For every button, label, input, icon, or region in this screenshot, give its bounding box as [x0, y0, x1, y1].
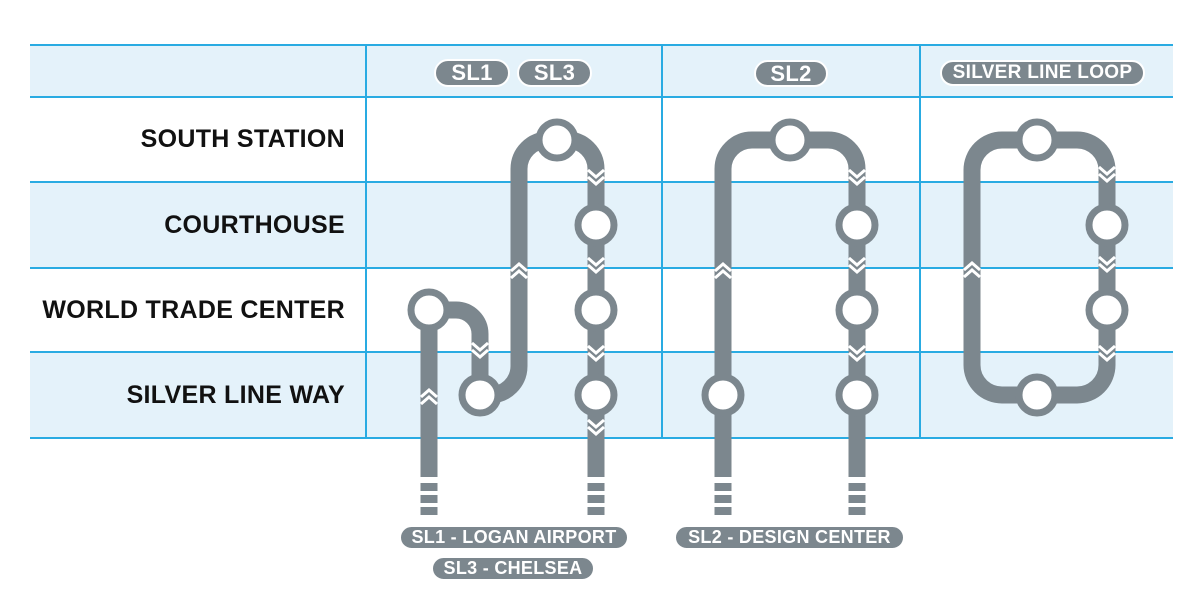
stop-silver-line-way-sl2-inbound: [701, 373, 745, 417]
grid-hline: [30, 44, 1173, 46]
grid-hline: [30, 96, 1173, 98]
stop-silver-line-way-sl1-sl3-outbound: [574, 373, 618, 417]
stop-world-trade-center-sl2-outbound: [835, 288, 879, 332]
stop-silver-line-way-sl1-sl3-inbound: [458, 373, 502, 417]
loop-line: [963, 131, 1116, 404]
stop-courthouse-sl2-outbound: [835, 203, 879, 247]
station-label-south-station: SOUTH STATION: [140, 125, 345, 153]
stop-world-trade-center-sl1-sl3-inbound: [407, 288, 451, 332]
station-label-courthouse: COURTHOUSE: [164, 211, 345, 239]
stop-courthouse-sl1-sl3-outbound: [574, 203, 618, 247]
route-badge-sl3: SL3: [517, 59, 592, 87]
route-silver-line-loop: [962, 118, 1129, 417]
route-badge-sl1: SL1: [434, 59, 510, 87]
grid-vline: [661, 45, 663, 438]
route-badge-sl2: SL2: [754, 60, 828, 87]
sl1-sl3-wtc-to-slw-connector: [429, 301, 489, 395]
grid-vline: [919, 45, 921, 438]
grid-vline: [365, 45, 367, 438]
stop-silver-line-way-loop: [1015, 373, 1059, 417]
station-label-world-trade-center: WORLD TRADE CENTER: [42, 296, 345, 324]
stop-courthouse-loop: [1085, 203, 1129, 247]
route-sl2: [701, 118, 879, 516]
stop-south-station-sl2: [768, 118, 812, 162]
route-badge-silver-line-loop: SILVER LINE LOOP: [940, 60, 1145, 86]
stop-world-trade-center-loop: [1085, 288, 1129, 332]
stop-south-station-loop: [1015, 118, 1059, 162]
terminal-badge-sl2-design-center: SL2 - DESIGN CENTER: [674, 525, 905, 550]
terminal-badge-sl1-logan-airport: SL1 - LOGAN AIRPORT: [399, 525, 629, 550]
stop-world-trade-center-sl1-sl3-outbound: [574, 288, 618, 332]
terminal-badge-sl3-chelsea: SL3 - CHELSEA: [431, 556, 595, 581]
station-label-silver-line-way: SILVER LINE WAY: [126, 381, 345, 409]
sl1-sl3-main-line: [480, 131, 605, 477]
stop-silver-line-way-sl2-outbound: [835, 373, 879, 417]
route-sl1-sl3: [407, 118, 618, 516]
stop-south-station-sl1-sl3: [535, 118, 579, 162]
